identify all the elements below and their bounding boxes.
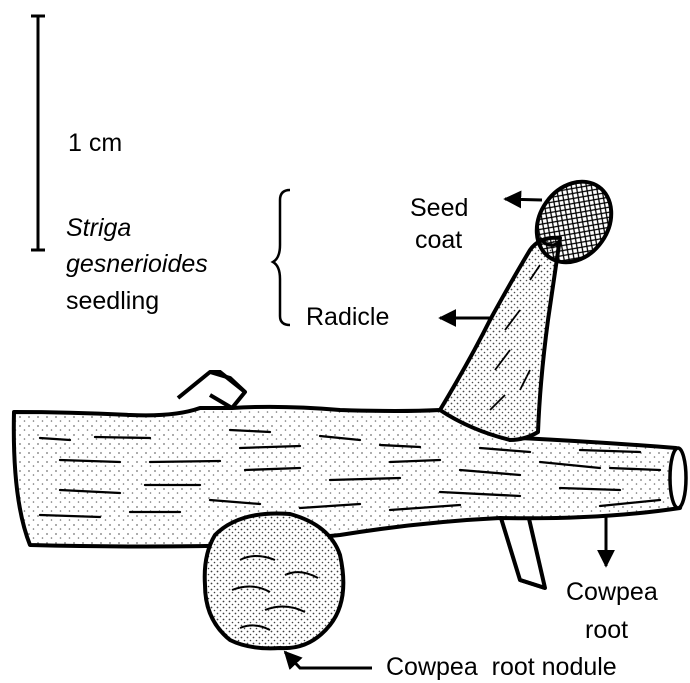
seedling-bracket <box>273 190 290 325</box>
cowpea-root-label-line1: Cowpea <box>566 577 658 607</box>
cowpea-root-nodule-label: Cowpea root nodule <box>386 652 617 682</box>
cowpea-root <box>14 372 686 588</box>
seedling-name-genus: Striga <box>66 213 131 243</box>
scale-bar-label: 1 cm <box>68 128 122 158</box>
nodule-arrow <box>285 652 372 668</box>
radicle-label: Radicle <box>306 302 389 332</box>
cowpea-root-nodule <box>205 513 344 648</box>
seed-coat-label-line2: coat <box>415 225 462 255</box>
seedling-name-word: seedling <box>66 286 159 316</box>
scale-bar <box>31 16 45 250</box>
cowpea-root-label-line2: root <box>585 615 628 645</box>
seedling-name-species: gesnerioides <box>66 249 208 279</box>
seed-coat-label-line1: Seed <box>410 193 468 223</box>
seed-coat-arrow <box>505 199 542 200</box>
